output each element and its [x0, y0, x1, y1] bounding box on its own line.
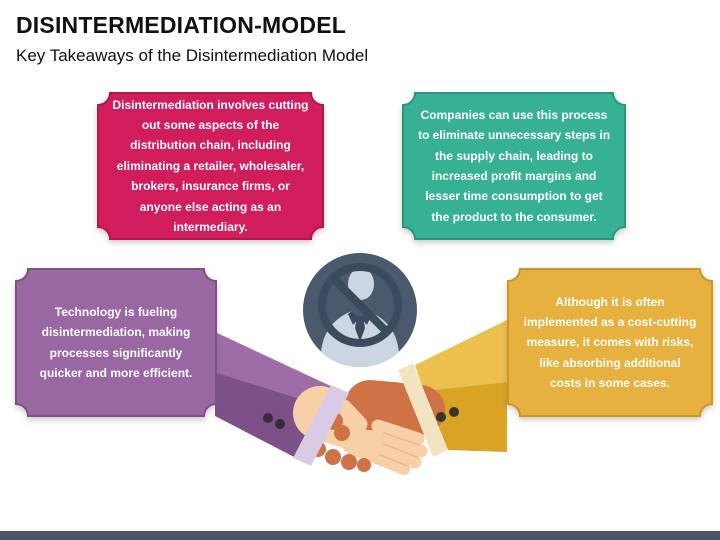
left-thumb: [336, 399, 368, 432]
left-cuff: [293, 385, 349, 466]
left-finger: [371, 441, 422, 469]
finger-crease: [379, 454, 409, 467]
plaque-shape: [507, 268, 713, 417]
prohibition-slash: [330, 275, 390, 335]
slide-subtitle: Key Takeaways of the Disintermediation M…: [16, 45, 369, 65]
no-middleman-icon: [303, 253, 417, 367]
footer-accent-bar: [0, 531, 720, 540]
takeaway-text: Technology is fueling disintermediation,…: [39, 304, 193, 380]
suit-lapel: [348, 311, 360, 325]
plaque-shape: [97, 92, 324, 240]
finger-crease: [383, 443, 418, 458]
left-sleeve-top: [215, 332, 335, 407]
right-sleeve-top: [415, 320, 507, 391]
takeaway-box-definition: Disintermediation involves cutting out s…: [97, 92, 324, 240]
person-head: [348, 268, 374, 300]
slide-header: DISINTERMEDIATION-MODEL Key Takeaways of…: [16, 12, 706, 66]
right-sleeve-button: [436, 412, 446, 422]
tie: [355, 316, 365, 342]
plaque-shape: [15, 268, 217, 417]
takeaway-text: Companies can use this process to elimin…: [417, 107, 611, 224]
slide-title: DISINTERMEDIATION-MODEL: [16, 12, 346, 38]
takeaway-box-technology: Technology is fueling disintermediation,…: [15, 268, 217, 417]
left-finger: [368, 451, 410, 475]
takeaway-box-supply-chain: Companies can use this process to elimin…: [402, 92, 626, 240]
right-palm: [345, 380, 417, 432]
left-finger: [371, 419, 425, 446]
takeaway-text: Disintermediation involves cutting out s…: [112, 97, 309, 234]
takeaway-box-risks: Although it is often implemented as a co…: [507, 268, 713, 417]
left-finger: [373, 430, 428, 458]
right-knuckle: [341, 454, 357, 470]
right-sleeve-button: [449, 407, 459, 417]
right-knuckle: [357, 458, 371, 472]
right-sleeve-bottom: [424, 382, 507, 452]
takeaway-text: Although it is often implemented as a co…: [523, 294, 697, 391]
handshake-illustration: [215, 320, 507, 475]
prohibition-ring: [318, 263, 402, 347]
right-finger-tip: [334, 425, 350, 441]
right-knuckle: [325, 449, 341, 465]
left-sleeve-button: [263, 413, 273, 423]
plaque-shape: [402, 92, 626, 240]
right-cuff: [398, 363, 448, 457]
finger-crease: [383, 432, 420, 446]
left-sleeve-button: [275, 419, 285, 429]
